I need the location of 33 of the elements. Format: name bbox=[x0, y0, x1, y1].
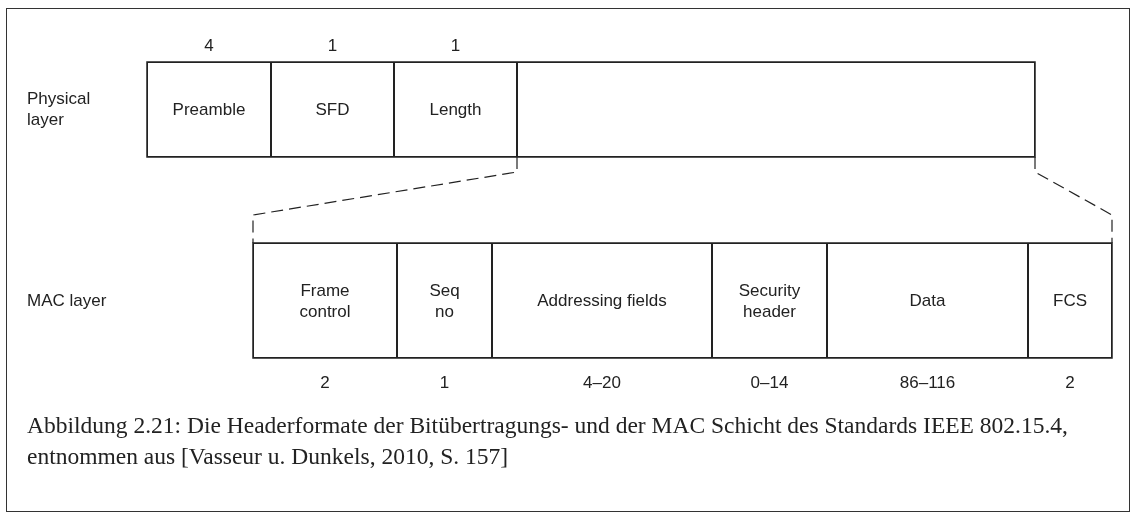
field-name: Security header bbox=[737, 279, 802, 322]
field-box bbox=[253, 243, 397, 358]
field-box bbox=[827, 243, 1028, 358]
field-name: Seq no bbox=[428, 279, 461, 322]
figure-caption: Abbildung 2.21: Die Headerformate der Bitübertragungs- und der MAC Schicht des Standards IEEE 802.15.4, entnommen aus [Vasseur u. Dunkels, 2010, S. 157] bbox=[27, 411, 1069, 471]
field-box bbox=[394, 62, 517, 157]
payload-box bbox=[517, 62, 1035, 157]
field-box bbox=[1028, 243, 1112, 358]
field-name: Preamble bbox=[172, 99, 246, 120]
field-size: 2 bbox=[1064, 373, 1076, 393]
field-size: 1 bbox=[326, 36, 339, 56]
layer-label: MAC layer bbox=[27, 290, 108, 311]
layer-label: Physical layer bbox=[27, 88, 92, 130]
field-size: 4–20 bbox=[582, 373, 622, 393]
field-size: 1 bbox=[438, 373, 451, 393]
field-name: FCS bbox=[1053, 290, 1087, 311]
field-size: 2 bbox=[319, 373, 331, 393]
field-name: Length bbox=[429, 99, 482, 120]
field-box bbox=[492, 243, 712, 358]
field-box bbox=[271, 62, 394, 157]
field-name: Data bbox=[909, 290, 946, 311]
field-size: 4 bbox=[203, 36, 215, 56]
field-name: Frame control bbox=[298, 279, 352, 322]
field-size: 86–116 bbox=[898, 373, 957, 393]
field-box bbox=[712, 243, 827, 358]
zoom-line bbox=[1034, 156, 1113, 244]
field-size: 1 bbox=[449, 36, 462, 56]
field-name: Addressing fields bbox=[537, 290, 667, 311]
field-box bbox=[147, 62, 271, 157]
zoom-line bbox=[252, 156, 518, 244]
field-size: 0–14 bbox=[749, 373, 790, 393]
field-name: SFD bbox=[315, 99, 350, 120]
field-box bbox=[397, 243, 492, 358]
